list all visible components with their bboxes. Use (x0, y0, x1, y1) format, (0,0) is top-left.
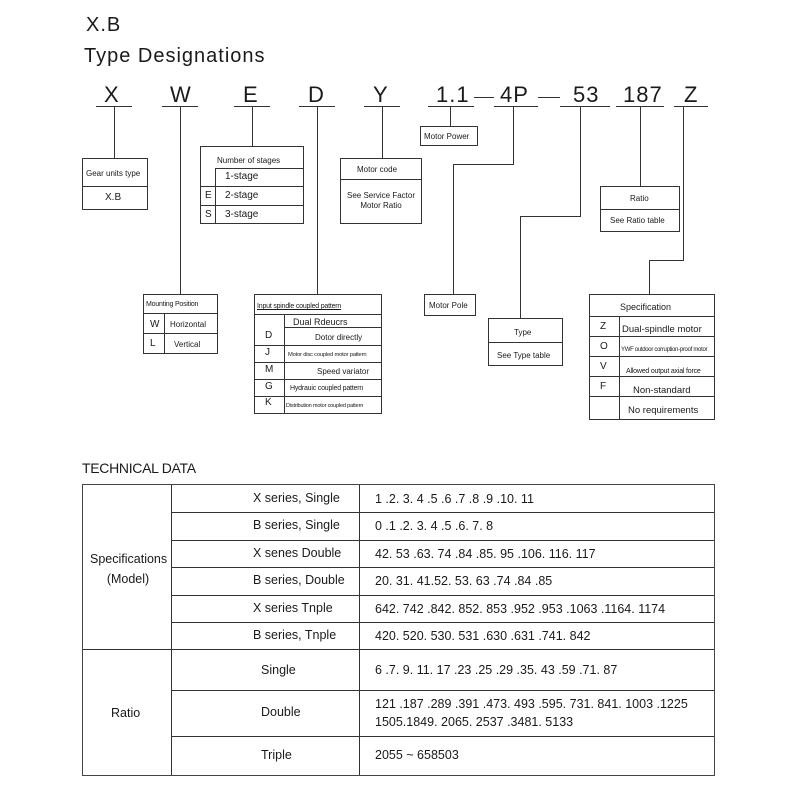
stage-label: 2-stage (225, 190, 259, 201)
type-note: See Type table (497, 351, 551, 360)
technical-data-title: TECHNICAL DATA (82, 460, 196, 476)
stage-label: 3-stage (225, 209, 259, 220)
stage-label: 1-stage (225, 171, 259, 182)
input-code: K (265, 397, 272, 408)
stage-code: S (205, 209, 212, 220)
gear-units-box: Gear units type X.B (82, 158, 148, 210)
motor-code-note: See Service Factor Motor Ratio (346, 191, 416, 210)
code-motor-pole: 4P (500, 82, 529, 107)
model-series: X series, Single (253, 491, 340, 505)
specification-code: O (600, 341, 608, 352)
input-value: Hydrauic coupled pattern (290, 385, 364, 392)
specification-value: Dual-spindle motor (622, 324, 702, 335)
specification-code: Z (600, 321, 607, 332)
brand-title: X.B (86, 14, 122, 36)
type-box: Type See Type table (488, 318, 563, 366)
input-value: Dotor directly (315, 333, 363, 342)
input-code: G (265, 381, 273, 392)
model-series: B series, Tnple (253, 628, 337, 642)
model-values: 42. 53 .63. 74 .84 .85. 95 .106. 116. 11… (375, 547, 596, 561)
code-specification: Z (684, 82, 699, 107)
code-d: D (308, 82, 325, 107)
model-values: 0 .1 .2. 3. 4 .5 .6. 7. 8 (375, 519, 494, 533)
specification-label: Specification (620, 302, 672, 312)
ratio-values: 6 .7. 9. 11. 17 .23 .25 .29 .35. 43 .59 … (375, 663, 618, 677)
model-values: 1 .2. 3. 4 .5 .6 .7 .8 .9 .10. 11 (375, 492, 534, 506)
model-series: X series Tnple (253, 601, 333, 615)
specification-box: Specification Z Dual-spindle motor O YWF… (589, 294, 715, 420)
ratio-values-continued: 1505.1849. 2065. 2537 .3481. 5133 (375, 715, 574, 729)
motor-pole-box: Motor Pole (424, 294, 476, 316)
code-x: X (104, 82, 120, 107)
stage-code: E (205, 190, 212, 201)
ratio-label: Ratio (630, 194, 649, 203)
code-y: Y (373, 82, 389, 107)
motor-code-box: Motor code See Service Factor Motor Rati… (340, 158, 422, 224)
gear-units-value: X.B (105, 192, 122, 203)
ratio-values: 121 .187 .289 .391 .473. 493 .595. 731. … (375, 697, 688, 711)
input-value: Speed variator (317, 367, 370, 376)
model-series: B series, Single (253, 518, 340, 532)
input-pattern-label: Input spindle coupled pattern (257, 303, 342, 310)
motor-power-box: Motor Power (420, 126, 478, 146)
ratio-group-label: Ratio (111, 706, 141, 720)
ratio-stage: Single (261, 663, 296, 677)
model-series: B series, Double (253, 573, 345, 587)
gear-units-label: Gear units type (86, 169, 141, 178)
code-ratio: 187 (623, 82, 663, 107)
motor-pole-label: Motor Pole (429, 301, 468, 310)
code-motor-power: 1.1 (436, 82, 470, 107)
mounting-label: Mounting Position (146, 301, 199, 308)
spec-group-label: Specifications (Model) (90, 552, 168, 586)
code-type: 53 (573, 82, 600, 107)
ratio-stage: Double (261, 705, 301, 719)
input-value: Motor disc coupled motor pattern (288, 352, 367, 358)
mounting-code: W (150, 319, 160, 330)
model-values: 420. 520. 530. 531 .630 .631 .741. 842 (375, 629, 591, 643)
specification-code: F (600, 381, 607, 392)
model-values: 20. 31. 41.52. 53. 63 .74 .84 .85 (375, 574, 553, 588)
specification-value: Non-standard (633, 385, 691, 396)
stages-label: Number of stages (217, 156, 281, 165)
technical-data-table: Specifications (Model) X series, Single … (82, 484, 715, 776)
code-w: W (170, 82, 192, 107)
mounting-value: Vertical (174, 340, 201, 349)
type-label: Type (514, 328, 532, 337)
ratio-stage: Triple (261, 748, 292, 762)
motor-power-label: Motor Power (424, 132, 470, 141)
page-title: Type Designations (84, 45, 266, 67)
mounting-box: Mounting Position W Horizontal L Vertica… (143, 294, 218, 354)
input-code: J (265, 347, 270, 358)
ratio-box: Ratio See Ratio table (600, 186, 680, 232)
input-value: Distribution motor coupled pattern (286, 403, 364, 409)
code-e: E (243, 82, 259, 107)
mounting-code: L (150, 338, 156, 349)
model-series: X senes Double (253, 546, 342, 560)
specification-value: YWF outdoor corruption-proof motor (621, 347, 708, 353)
mounting-value: Horizontal (170, 320, 207, 329)
ratio-values: 2055 ~ 658503 (375, 748, 459, 762)
specification-value: Allowed output axial force (626, 368, 701, 375)
model-values: 642. 742 .842. 852. 853 .952 .953 .1063 … (375, 602, 666, 616)
stages-box: Number of stages 1-stage E 2-stage S 3-s… (200, 146, 304, 224)
input-code: D (265, 330, 273, 341)
input-subheader: Dual Rdeucrs (293, 317, 348, 327)
motor-code-label: Motor code (357, 165, 398, 174)
ratio-note: See Ratio table (610, 216, 665, 225)
input-pattern-box: Input spindle coupled pattern Dual Rdeuc… (254, 294, 382, 414)
specification-code: V (600, 361, 607, 372)
specification-value: No requirements (628, 405, 699, 416)
input-code: M (265, 364, 274, 375)
